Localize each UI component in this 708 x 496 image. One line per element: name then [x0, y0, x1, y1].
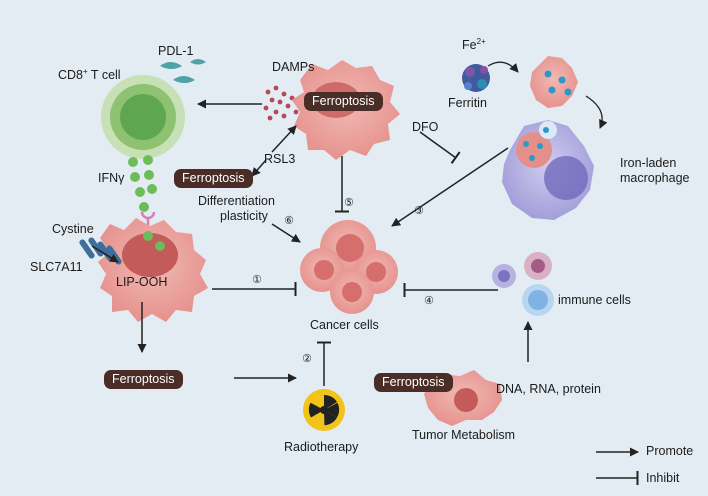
rsl3-label: RSL3 [264, 152, 296, 166]
promote-arrows [137, 99, 533, 383]
cancer-cell-cluster [300, 220, 398, 314]
ifng-molecules [128, 155, 157, 212]
ferroptosis-badge-top: Ferroptosis [304, 92, 383, 111]
legend-promote-label: Promote [646, 444, 694, 458]
damps-particles [263, 85, 299, 121]
damps-label: DAMPs [272, 60, 315, 74]
pdl1-receptors [160, 59, 206, 83]
dna-rna-protein-label: DNA, RNA, protein [496, 382, 601, 396]
cancer-cells-label: Cancer cells [310, 318, 379, 332]
pathway-2: ② [302, 352, 312, 365]
pathway-3: ③ [414, 204, 424, 217]
slc7a11-label: SLC7A11 [30, 260, 83, 274]
cd8-t-cell [101, 75, 185, 159]
ifng-label: IFNγ [98, 171, 125, 185]
pathway-6: ⑥ [284, 214, 294, 227]
cystine-label: Cystine [52, 222, 94, 236]
ferroptosis-badge-bottom: Ferroptosis [374, 373, 453, 392]
dfo-label: DFO [412, 120, 439, 134]
ferroptosis-badge-left: Ferroptosis [104, 370, 183, 389]
inhibit-arrows [212, 131, 498, 386]
radiotherapy-label: Radiotherapy [284, 440, 359, 454]
legend-inhibit-label: Inhibit [646, 471, 680, 485]
iron-loaded-cell [530, 56, 578, 108]
iron-laden-macrophage [502, 120, 594, 220]
pathway-4: ④ [424, 294, 434, 307]
fe2-label: Fe2+ [462, 37, 486, 53]
pathway-1: ① [252, 273, 262, 286]
lip-ooh-label: LIP-OOH [116, 275, 168, 289]
ferroptosis-badge-rsl3: Ferroptosis [174, 169, 253, 188]
differentiation-label: Differentiation [198, 194, 275, 208]
tumor-metabolism-label: Tumor Metabolism [412, 428, 516, 442]
ferritin-protein [462, 64, 490, 92]
ifng-receptor [140, 211, 156, 220]
iron-laden-label-2: macrophage [620, 171, 690, 185]
pdl1-label: PDL-1 [158, 44, 194, 58]
immune-cell-group [492, 252, 554, 316]
legend [596, 447, 639, 485]
pathway-5: ⑤ [344, 196, 354, 209]
plasticity-label: plasticity [220, 209, 268, 223]
cd8-tcell-label: CD8+ T cell [58, 67, 121, 83]
iron-laden-label-1: Iron-laden [620, 156, 677, 170]
radiation-icon [303, 389, 345, 431]
immune-cells-label: immune cells [558, 293, 631, 307]
ferritin-label: Ferritin [448, 96, 487, 110]
ferroptotic-cancer-cell [98, 218, 208, 322]
